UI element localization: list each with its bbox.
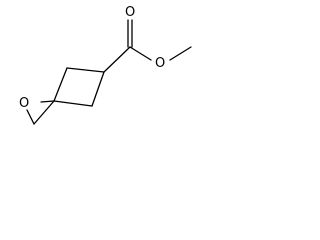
bond-epoxide-c-to-spiro-c [33, 100, 55, 125]
bond-carbonyl-c-to-ester-o [129, 46, 152, 61]
epoxide-oxygen-label: O [19, 96, 29, 111]
ester-oxygen-label: O [155, 56, 165, 71]
carbonyl-oxygen-label: O [125, 5, 135, 20]
bond-spiro-c-to-epoxide-o [40, 100, 55, 103]
bond-ester-o-to-methyl-c [169, 46, 192, 61]
cyclobutane-ring [53, 67, 105, 107]
bond-epoxide-o-to-epoxide-c [26, 109, 35, 125]
bond-spiro-c-to-ring-c1 [53, 67, 68, 102]
bond-ring-c1-to-ring-c2 [66, 67, 105, 73]
chemical-structure-diagram: O O O [19, 5, 192, 125]
epoxide-ring: O [19, 96, 55, 125]
bond-ring-c2-to-carbonyl-c [103, 46, 131, 73]
methyl-ester-group: O O [103, 5, 192, 73]
bond-ring-c2-to-ring-c3 [91, 71, 105, 107]
bond-ring-c3-to-spiro-c [53, 100, 93, 107]
